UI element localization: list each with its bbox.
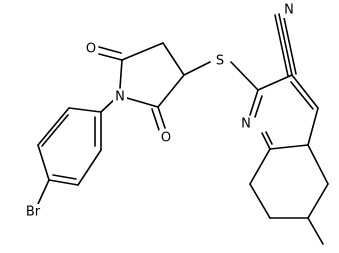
bond [162, 42, 185, 76]
pyridine-nitrogen-label: N [241, 117, 251, 132]
bond [290, 81, 314, 110]
bond [68, 107, 102, 113]
bond [37, 144, 50, 181]
bond [269, 144, 309, 150]
bond [307, 217, 324, 245]
bond [77, 149, 102, 186]
bond [151, 108, 160, 131]
bond [278, 13, 293, 76]
bond [265, 131, 273, 145]
bond [230, 61, 259, 91]
bond [126, 97, 159, 108]
bond [257, 74, 293, 91]
bond-lines [37, 12, 329, 245]
pyrrolidine-nitrogen-label: N [115, 90, 125, 105]
nitrile-nitrogen-label: N [284, 3, 294, 18]
bond [249, 148, 271, 185]
bond [119, 59, 123, 89]
bond [121, 42, 164, 61]
bond [261, 132, 271, 150]
carbonyl-oxygen-top-label: O [86, 42, 96, 57]
carbonyl-oxygen-bottom-label: O [161, 131, 171, 146]
bond [274, 14, 289, 77]
bond [52, 174, 77, 180]
bond [282, 12, 297, 75]
bond [157, 106, 166, 129]
bond [41, 114, 69, 147]
bond [291, 74, 319, 109]
bond [48, 179, 79, 186]
bond [98, 53, 123, 61]
bond [37, 107, 70, 146]
bond [249, 89, 259, 116]
bond [37, 179, 50, 205]
bond [307, 183, 329, 219]
bond [98, 46, 122, 54]
bond [249, 183, 271, 219]
sulfur-label: S [216, 54, 224, 69]
bond [307, 144, 329, 185]
bond [183, 61, 211, 76]
atom-labels: N S N N O O Br [22, 2, 296, 220]
bond [307, 107, 319, 146]
bromine-label: Br [26, 205, 41, 220]
bond [157, 74, 185, 108]
bond [254, 95, 263, 118]
